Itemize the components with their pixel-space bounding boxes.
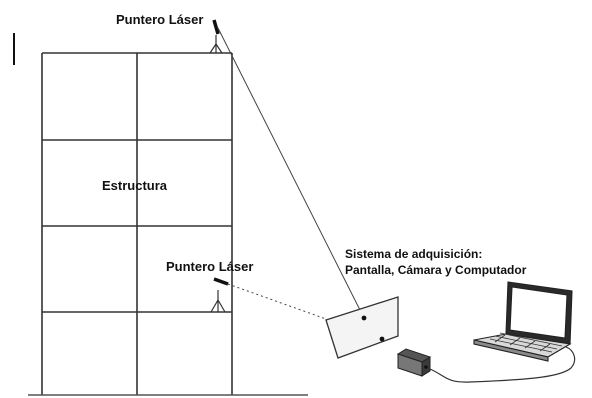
laser-dot-top (361, 315, 367, 321)
tripod-icon (209, 35, 223, 54)
laser-beam-top (217, 27, 365, 319)
tripod-icon (210, 290, 226, 313)
label-acquisition-title: Sistema de adquisición: (345, 247, 482, 261)
camera-cable (429, 346, 576, 383)
label-laser-mid: Puntero Láser (166, 259, 253, 274)
laptop-icon (473, 281, 573, 362)
building-structure (41, 52, 233, 395)
laser-pointer-icon (213, 277, 229, 286)
laser-top-group (209, 19, 223, 54)
camera-icon (396, 348, 432, 377)
projection-screen-icon (325, 296, 399, 359)
label-structure: Estructura (102, 178, 168, 193)
label-acquisition-components: Pantalla, Cámara y Computador (345, 263, 527, 277)
laser-mid-group (210, 277, 229, 313)
laser-pointer-icon (212, 19, 220, 35)
laser-dot-mid (379, 336, 385, 342)
label-laser-top: Puntero Láser (116, 12, 203, 27)
